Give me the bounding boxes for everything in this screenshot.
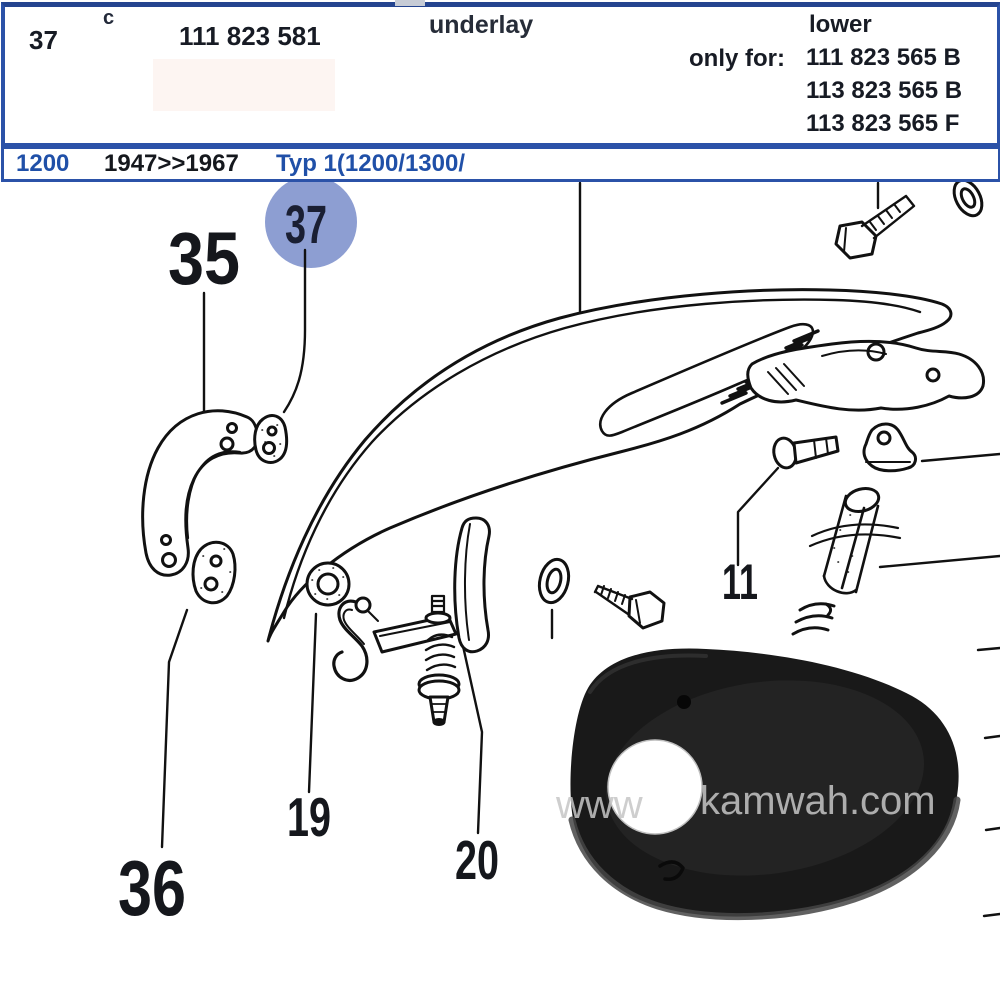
model-code: 1200	[16, 150, 70, 177]
spring	[791, 602, 836, 636]
model-row: 1200 1947>>1967 Typ 1(1200/1300/	[1, 146, 1000, 182]
model-years: 1947>>1967	[104, 150, 239, 177]
callout-badge-37: 37	[265, 176, 357, 268]
erased-area	[153, 59, 335, 111]
hood-inner-seam	[599, 323, 815, 437]
bolt-small	[593, 584, 666, 630]
latch-assembly	[332, 516, 491, 726]
latch-knob	[354, 596, 372, 614]
item-number: 37	[29, 25, 58, 55]
watermark: www kamwah.com	[555, 779, 936, 827]
only-for-label: only for:	[689, 45, 785, 72]
callout-label-20: 20	[455, 829, 499, 891]
callout-label-36: 36	[118, 844, 186, 932]
photo-hole	[607, 739, 703, 835]
latch-hook	[332, 599, 369, 682]
latch-screw	[417, 594, 461, 726]
pad-37	[253, 414, 289, 464]
clip-bracket	[862, 422, 917, 473]
part-description: underlay	[429, 11, 534, 39]
buffer-cylinder	[808, 486, 902, 595]
position-label: lower	[809, 11, 872, 38]
callout-label-37: 37	[285, 195, 327, 255]
callout-label-11: 11	[722, 554, 758, 610]
watermark-right: kamwah.com	[700, 779, 936, 823]
pin-11	[772, 435, 840, 470]
rubber-part-photo: www kamwah.com	[555, 648, 961, 921]
part-info-header: 37 c 111 823 581 underlay only for: lowe…	[1, 2, 1000, 147]
washer-19	[305, 561, 351, 607]
hinge-bracket	[746, 339, 986, 412]
only-for-part-3: 113 823 565 F	[806, 110, 960, 137]
bolt-right	[834, 194, 916, 260]
watermark-left: www	[555, 783, 643, 827]
callout-label-19: 19	[287, 786, 331, 848]
photo-surface-mark	[677, 695, 691, 709]
grommet-ring	[537, 557, 571, 605]
leader-lines	[160, 181, 1000, 918]
model-type: Typ 1(1200/1300/	[276, 150, 466, 177]
washer-top-right	[952, 178, 984, 218]
part-number: 111 823 581	[179, 21, 321, 51]
callout-label-35: 35	[168, 217, 240, 300]
buffer-band	[808, 523, 902, 548]
latch-guide-bracket	[453, 516, 491, 654]
only-for-part-2: 113 823 565 B	[806, 77, 963, 104]
pad-36	[191, 540, 237, 605]
c-mark: c	[103, 7, 115, 29]
scan-artifact	[395, 0, 425, 6]
only-for-part-1: 111 823 565 B	[806, 44, 961, 71]
